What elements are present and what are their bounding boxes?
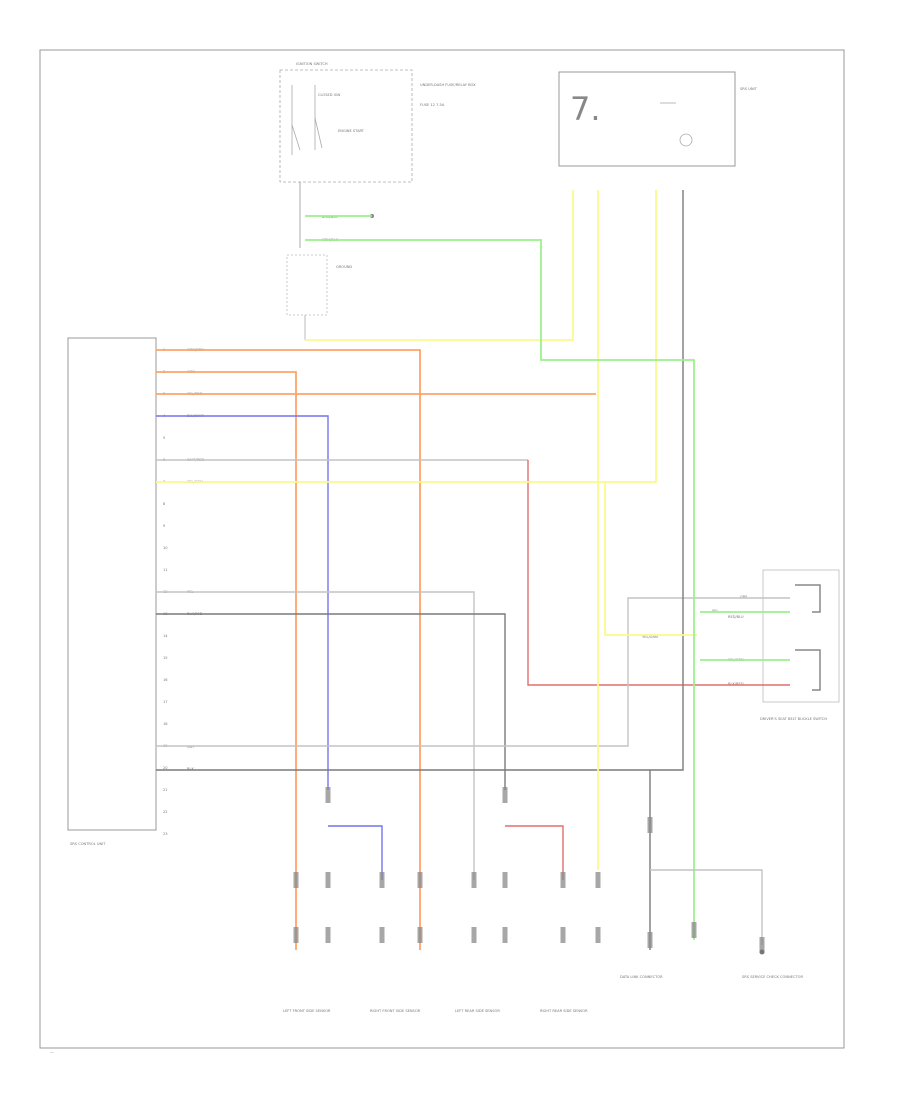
seat-switch-contact-top	[795, 584, 821, 613]
srs-unit-box	[558, 71, 736, 167]
ground-terminal	[759, 949, 765, 955]
ignition-contact-arm-right	[314, 117, 323, 149]
seat-wire-5: BLK/RED	[728, 682, 744, 686]
connector-label-1: DATA LINK CONNECTOR	[620, 975, 663, 979]
seat-wire-2: YEL	[712, 609, 718, 613]
pin-label-15: 15	[163, 656, 168, 660]
connectors	[293, 787, 765, 953]
ignition-contact-closed: CLOSED IGN	[318, 93, 341, 97]
wire-yellow-7	[156, 190, 657, 483]
connector-plug-1	[293, 872, 299, 888]
pin-label-10: 10	[163, 546, 168, 550]
connector-plug-18	[502, 787, 508, 803]
wire-labels: ORN/BRN ORN YEL/RED BLU/WHT WHT/RED YEL/…	[187, 348, 204, 771]
ignition-switch-box	[279, 69, 413, 183]
harness-label-1: BRN/BLK	[322, 215, 338, 219]
page-code: —	[50, 1050, 54, 1054]
wire-lightgray-10	[156, 597, 790, 747]
wire-lightgray-8	[156, 591, 475, 880]
connector-plug-19	[647, 817, 653, 833]
control-unit-label: SRS CONTROL UNIT	[70, 842, 106, 846]
pin-label-22: 22	[163, 810, 168, 814]
wire-green-15	[305, 239, 695, 940]
seat-switch-box	[762, 569, 840, 703]
pin-label-5: 5	[163, 436, 165, 440]
wire-yellow-12	[305, 190, 574, 341]
wire-orange-1	[156, 349, 421, 950]
diagram-frame	[39, 49, 845, 1049]
pin-label-18: 18	[163, 722, 168, 726]
connector-plug-11	[379, 927, 385, 943]
sensor-label-3: LEFT REAR SIDE SENSOR	[455, 1009, 500, 1013]
sensor-label-1: LEFT FRONT SIDE SENSOR	[283, 1009, 331, 1013]
wire-darkgray-11	[156, 190, 684, 771]
sensor-labels: LEFT FRONT SIDE SENSOR RIGHT FRONT SIDE …	[283, 975, 804, 1013]
connector-plug-6	[502, 872, 508, 888]
connector-plug-5	[471, 872, 477, 888]
connector-plug-3	[379, 872, 385, 888]
connector-label-2: SRS SERVICE CHECK CONNECTOR	[742, 975, 804, 979]
wire-label-9: GRY	[187, 745, 195, 749]
wire-yellow-14	[604, 482, 697, 636]
seat-wire-1: GRY	[740, 595, 748, 599]
pin-label-20: 20	[163, 766, 168, 770]
connector-plug-7	[560, 872, 566, 888]
wire-lightgray-22	[650, 869, 763, 945]
srs-unit-block: SRS UNIT 7.	[558, 71, 758, 167]
srs-unit-symbol: 7.	[570, 90, 601, 128]
ignition-contact-start: ENGINE START	[338, 129, 365, 133]
connector-plug-13	[471, 927, 477, 943]
pin-label-16: 16	[163, 678, 168, 682]
connector-plug-12	[417, 927, 423, 943]
pin-label-14: 14	[163, 634, 168, 638]
seat-switch-label: DRIVER'S SEAT BELT BUCKLE SWITCH	[760, 717, 827, 721]
ground-note: GROUND	[336, 265, 352, 269]
wire-darkgray-9	[156, 613, 506, 790]
wire-blue-19	[328, 825, 383, 880]
connector-plug-4	[417, 872, 423, 888]
fuse-label: FUSE 12 7.5A	[420, 103, 445, 107]
wire-red-6	[527, 460, 790, 686]
sensor-label-4: RIGHT REAR SIDE SENSOR	[540, 1009, 588, 1013]
connector-plug-16	[595, 927, 601, 943]
sensor-label-2: RIGHT FRONT SIDE SENSOR	[370, 1009, 421, 1013]
ignition-contact-arm-left	[291, 124, 301, 151]
seat-switch-contact-bottom	[795, 649, 821, 691]
connector-plug-21	[691, 922, 697, 938]
seat-switch-note: YEL/GRN	[642, 635, 658, 639]
fuse-box-label: UNDER-DASH FUSE/RELAY BOX	[420, 83, 476, 87]
seat-wire-3: RED/BLU	[728, 615, 744, 619]
ignition-switch-title: IGNITION SWITCH	[296, 62, 328, 66]
wire-red-20	[505, 825, 564, 880]
pin-label-11: 11	[163, 568, 168, 572]
control-unit-block: SRS CONTROL UNIT	[67, 337, 157, 846]
ignition-switch-block: IGNITION SWITCH CLOSED IGN ENGINE START …	[279, 62, 476, 340]
connector-plug-17	[325, 787, 331, 803]
wire-orange-2	[156, 371, 297, 950]
pin-label-21: 21	[163, 788, 168, 792]
pin-label-9: 9	[163, 524, 166, 528]
connector-plug-10	[325, 927, 331, 943]
connector-plug-15	[560, 927, 566, 943]
srs-unit-indicator	[679, 133, 693, 147]
pin-label-8: 8	[163, 502, 166, 506]
connector-plug-22	[759, 937, 765, 953]
connector-plug-2	[325, 872, 331, 888]
connector-plug-14	[502, 927, 508, 943]
wires	[156, 190, 790, 950]
srs-unit-title: SRS UNIT	[740, 87, 758, 91]
pin-label-17: 17	[163, 700, 168, 704]
junction-box	[286, 254, 328, 316]
pin-label-23: 23	[163, 832, 168, 836]
seat-switch-block: DRIVER'S SEAT BELT BUCKLE SWITCH GRY YEL…	[642, 569, 840, 721]
connector-plug-9	[293, 927, 299, 943]
wire-blue-4	[156, 415, 329, 790]
connector-plug-8	[595, 872, 601, 888]
wire-label-10: BLK	[187, 767, 194, 771]
connector-plug-20	[647, 932, 653, 948]
control-unit-box	[67, 337, 157, 831]
